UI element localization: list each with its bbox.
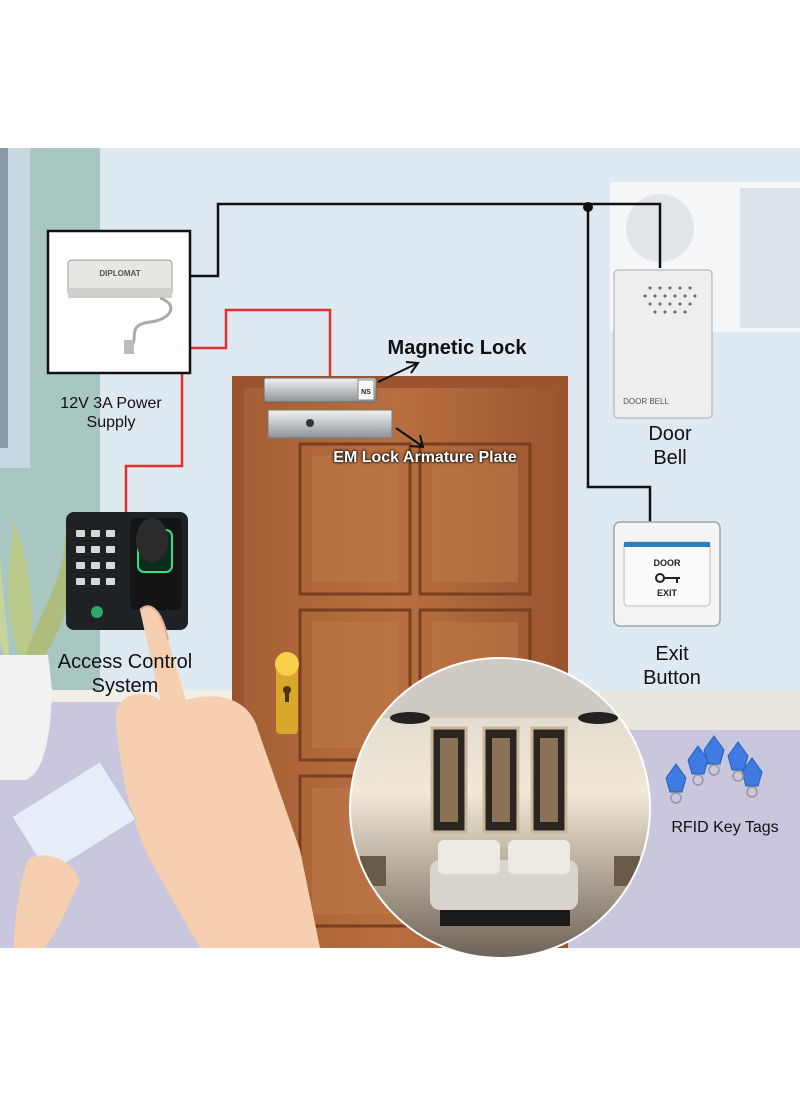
black-wire bbox=[190, 202, 662, 522]
power-supply-label-line1: 12V 3A Power bbox=[60, 395, 162, 412]
door-bell-label-line2: Bell bbox=[653, 447, 687, 469]
exit-bottom-text: EXIT bbox=[657, 588, 678, 598]
lock-status-icon bbox=[91, 606, 103, 618]
photo-border bbox=[349, 657, 651, 959]
plant-decoration bbox=[0, 520, 71, 780]
exit-top-text: DOOR bbox=[654, 558, 682, 568]
access-control-keypad[interactable] bbox=[66, 512, 188, 630]
hand-illustration bbox=[115, 605, 320, 948]
door-bell-device: DOOR BELL bbox=[613, 269, 713, 419]
power-brand-text: DIPLOMAT bbox=[99, 269, 140, 278]
armature-plate-label: EM Lock Armature Plate bbox=[333, 449, 517, 466]
armature-plate-device bbox=[267, 409, 393, 439]
door-handle bbox=[275, 652, 299, 734]
exit-button-label-line1: Exit bbox=[655, 643, 689, 665]
exit-button-label-line2: Button bbox=[643, 667, 701, 689]
bell-plate-text: DOOR BELL bbox=[623, 397, 669, 406]
access-control-label-line2: System bbox=[91, 675, 159, 697]
power-supply: DIPLOMAT bbox=[46, 229, 192, 375]
rfid-tags-label: RFID Key Tags bbox=[671, 819, 779, 836]
magnetic-lock-label: Magnetic Lock bbox=[387, 337, 527, 359]
magnetic-lock-device: NS bbox=[263, 377, 377, 403]
wire-junction bbox=[583, 202, 593, 212]
bell-speaker-grille bbox=[643, 286, 697, 314]
door-bell-label-line1: Door bbox=[648, 423, 692, 445]
lock-badge-text: NS bbox=[361, 389, 371, 396]
key-icon bbox=[655, 573, 680, 583]
door-bell-label: Door Bell bbox=[620, 422, 720, 470]
access-control-label: Access Control System bbox=[30, 650, 220, 698]
red-wire bbox=[124, 308, 332, 512]
exit-button-label: Exit Button bbox=[620, 642, 724, 690]
power-supply-label: 12V 3A Power Supply bbox=[36, 394, 186, 432]
exit-button-device[interactable]: DOOR EXIT bbox=[613, 521, 721, 627]
arrow-icon bbox=[395, 427, 425, 449]
rfid-key-tags bbox=[665, 735, 763, 804]
rfid-card-hand bbox=[11, 760, 137, 948]
living-room-photo bbox=[350, 658, 650, 958]
power-supply-label-line2: Supply bbox=[86, 414, 136, 432]
access-control-label-line1: Access Control bbox=[57, 651, 193, 673]
arrow-icon bbox=[377, 361, 420, 383]
keypad-buttons bbox=[76, 530, 115, 585]
